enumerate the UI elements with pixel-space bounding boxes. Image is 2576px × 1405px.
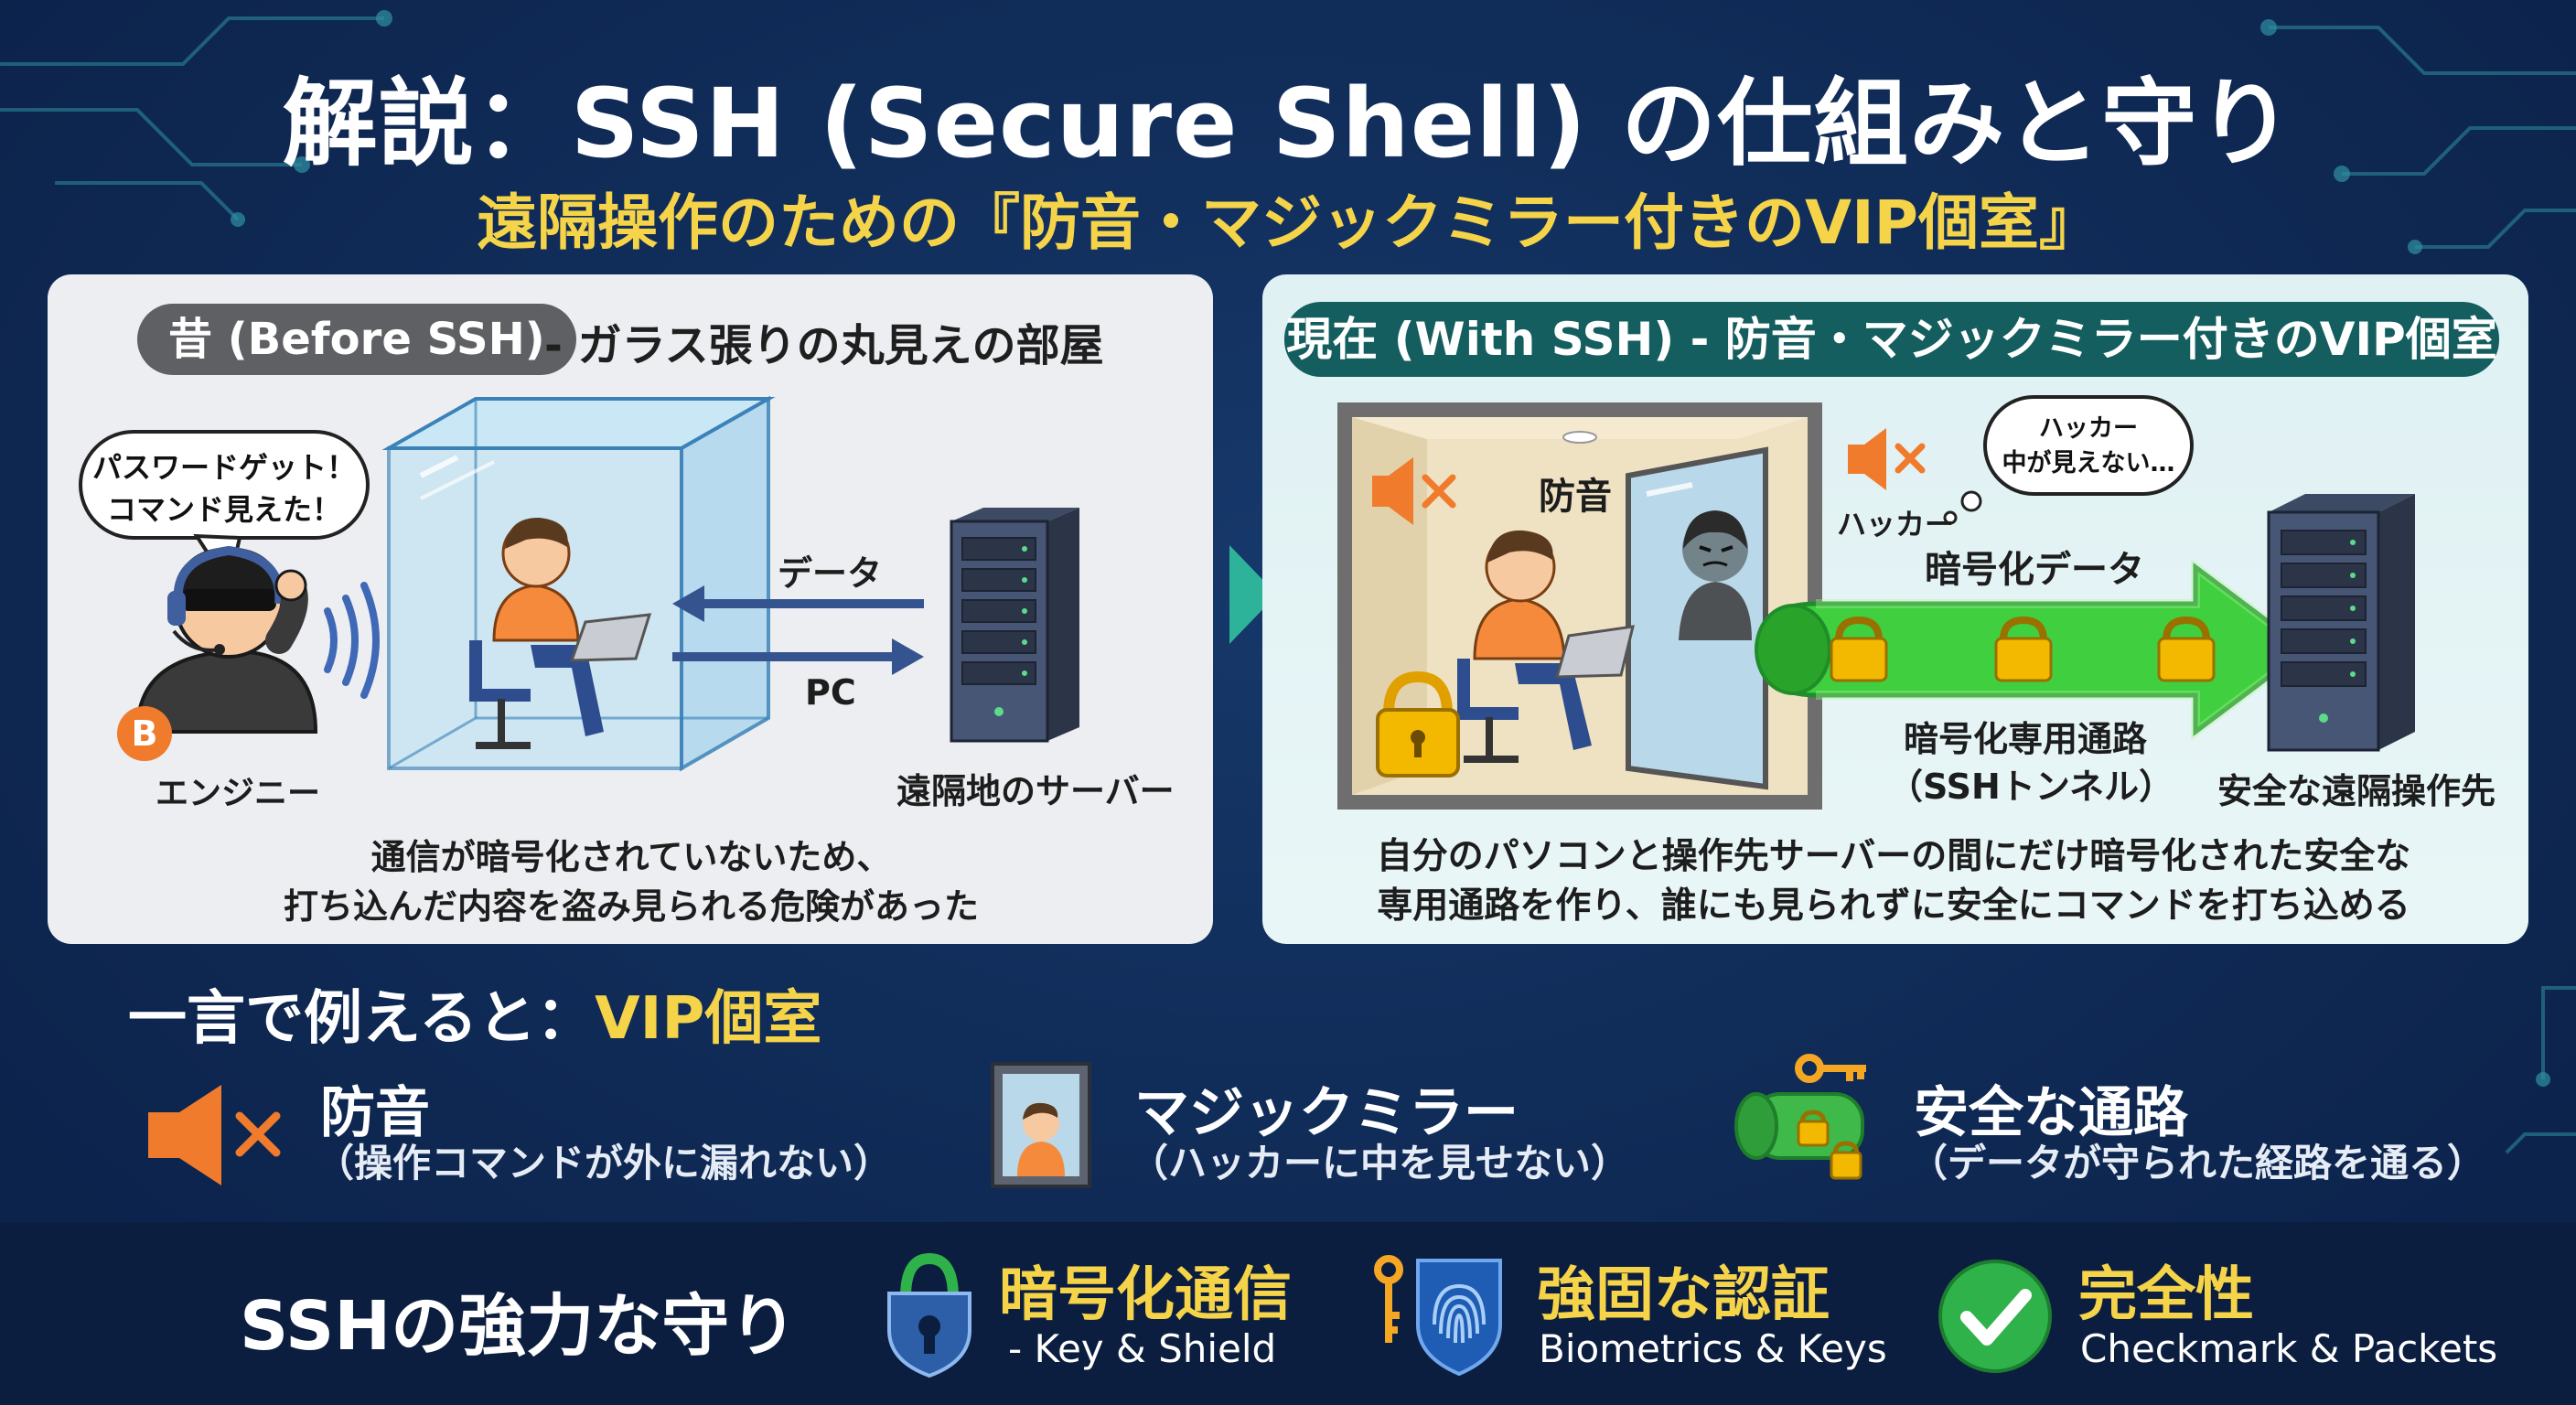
hacker-label: ハッカー [1837, 507, 1955, 542]
transition-arrow-icon [1229, 545, 1277, 644]
tunnel-label-line-1: 暗号化専用通路 [1903, 719, 2147, 759]
after-caption-line-1: 自分のパソコンと操作先サーバーの間にだけ暗号化された安全な [1376, 836, 2411, 877]
engineer-after [1457, 530, 1635, 763]
hacker-thought-bubble: ハッカー 中が見えない… [1983, 395, 2194, 496]
analogy-sub-mirror: （ハッカーに中を見せない） [1130, 1141, 1630, 1185]
footer-sub-integrity: Checkmark & Packets [2080, 1326, 2498, 1371]
glass-room [381, 395, 776, 772]
after-caption-line-2: 専用通路を作り、誰にも見られずに安全にコマンドを打ち込める [1377, 885, 2410, 927]
thought-line-1: ハッカー [2039, 414, 2138, 443]
before-caption-line-1: 通信が暗号化されていないため、 [370, 837, 892, 877]
analogy-label-mirror: マジックミラー [1134, 1081, 1519, 1145]
analogy-label-soundproof: 防音 [320, 1081, 430, 1145]
thought-line-2: 中が見えない… [2002, 449, 2175, 477]
engineer-label: エンジニー [156, 775, 321, 812]
ssh-tunnel-label: 暗号化専用通路 （SSHトンネル） [1888, 715, 2174, 810]
page-subtitle: 遠隔操作のための『防音・マジックミラー付きのVIP個室』 [476, 188, 2099, 258]
footer-sub-encryption: - Key & Shield [1008, 1326, 1277, 1371]
hacker-figure [134, 545, 318, 734]
hacker-muted-speaker-icon [1848, 428, 1926, 490]
lock-shield-icon [887, 1252, 971, 1378]
fingerprint-key-icon [1374, 1255, 1502, 1377]
analogy-label-tunnel: 安全な通路 [1914, 1081, 2188, 1145]
encrypted-data-label: 暗号化データ [1925, 549, 2144, 591]
page-title: 解説：SSH (Secure Shell) の仕組みと守り [282, 68, 2294, 179]
tunnel-label-line-2: （SSHトンネル） [1888, 767, 2174, 807]
analogy-heading-highlight: VIP個室 [595, 985, 822, 1053]
hacker-speech-bubble: パスワードゲット！ コマンド見えた！ [79, 430, 370, 540]
analogy-heading-prefix: 一言で例えると： [128, 985, 596, 1053]
tunnel-padlock-icons [1830, 616, 2216, 682]
analogy-sub-soundproof: （操作コマンドが外に漏れない） [316, 1141, 893, 1185]
data-arrow-label: データ [778, 553, 883, 594]
analogy-heading: 一言で例えると：VIP個室 [128, 971, 821, 1056]
remote-server-label: 遠隔地のサーバー [896, 771, 1175, 811]
data-arrows [672, 585, 924, 675]
checkmark-icon [1938, 1260, 2052, 1373]
badge-circle [117, 706, 172, 761]
before-pill: 昔 (Before SSH) [137, 304, 576, 375]
before-heading: - ガラス張りの丸見えの部屋 [544, 320, 1104, 371]
mirror-icon [991, 1062, 1091, 1188]
pc-arrow-label: PC [805, 672, 856, 713]
footer-bar [0, 1222, 2576, 1405]
footer-label-integrity: 完全性 [2078, 1261, 2254, 1329]
footer-sub-auth: Biometrics & Keys [1539, 1326, 1887, 1371]
room-muted-speaker-icon [1372, 457, 1456, 525]
server-after [2267, 494, 2415, 752]
engineer-badge: B [131, 713, 158, 754]
soundproof-label: 防音 [1539, 476, 1612, 518]
footer-label-encryption: 暗号化通信 [999, 1261, 1292, 1329]
analogy-sub-tunnel: （データが守られた経路を通る） [1909, 1141, 2486, 1185]
bubble-line-2: コマンド見えた！ [106, 492, 341, 527]
after-caption: 自分のパソコンと操作先サーバーの間にだけ暗号化された安全な 専用通路を作り、誰に… [1281, 832, 2506, 931]
server-before [950, 508, 1079, 743]
safe-destination-label: 安全な遠隔操作先 [2217, 771, 2496, 811]
muted-speaker-icon [148, 1085, 281, 1185]
hacker-behind-mirror [1679, 510, 1752, 640]
engineer-before [469, 517, 652, 749]
tunnel-key-icon [1734, 1054, 1866, 1180]
room-padlock-icon [1376, 670, 1460, 778]
before-caption: 通信が暗号化されていないため、 打ち込んだ内容を盗み見られる危険があった [91, 832, 1171, 931]
before-caption-line-2: 打ち込んだ内容を盗み見られる危険があった [283, 886, 979, 927]
footer-title: SSHの強力な守り [240, 1287, 798, 1366]
footer-label-auth: 強固な認証 [1537, 1261, 1830, 1329]
after-pill: 現在 (With SSH) - 防音・マジックミラー付きのVIP個室 [1284, 302, 2499, 377]
bubble-line-1: パスワードゲット！ [91, 450, 356, 485]
